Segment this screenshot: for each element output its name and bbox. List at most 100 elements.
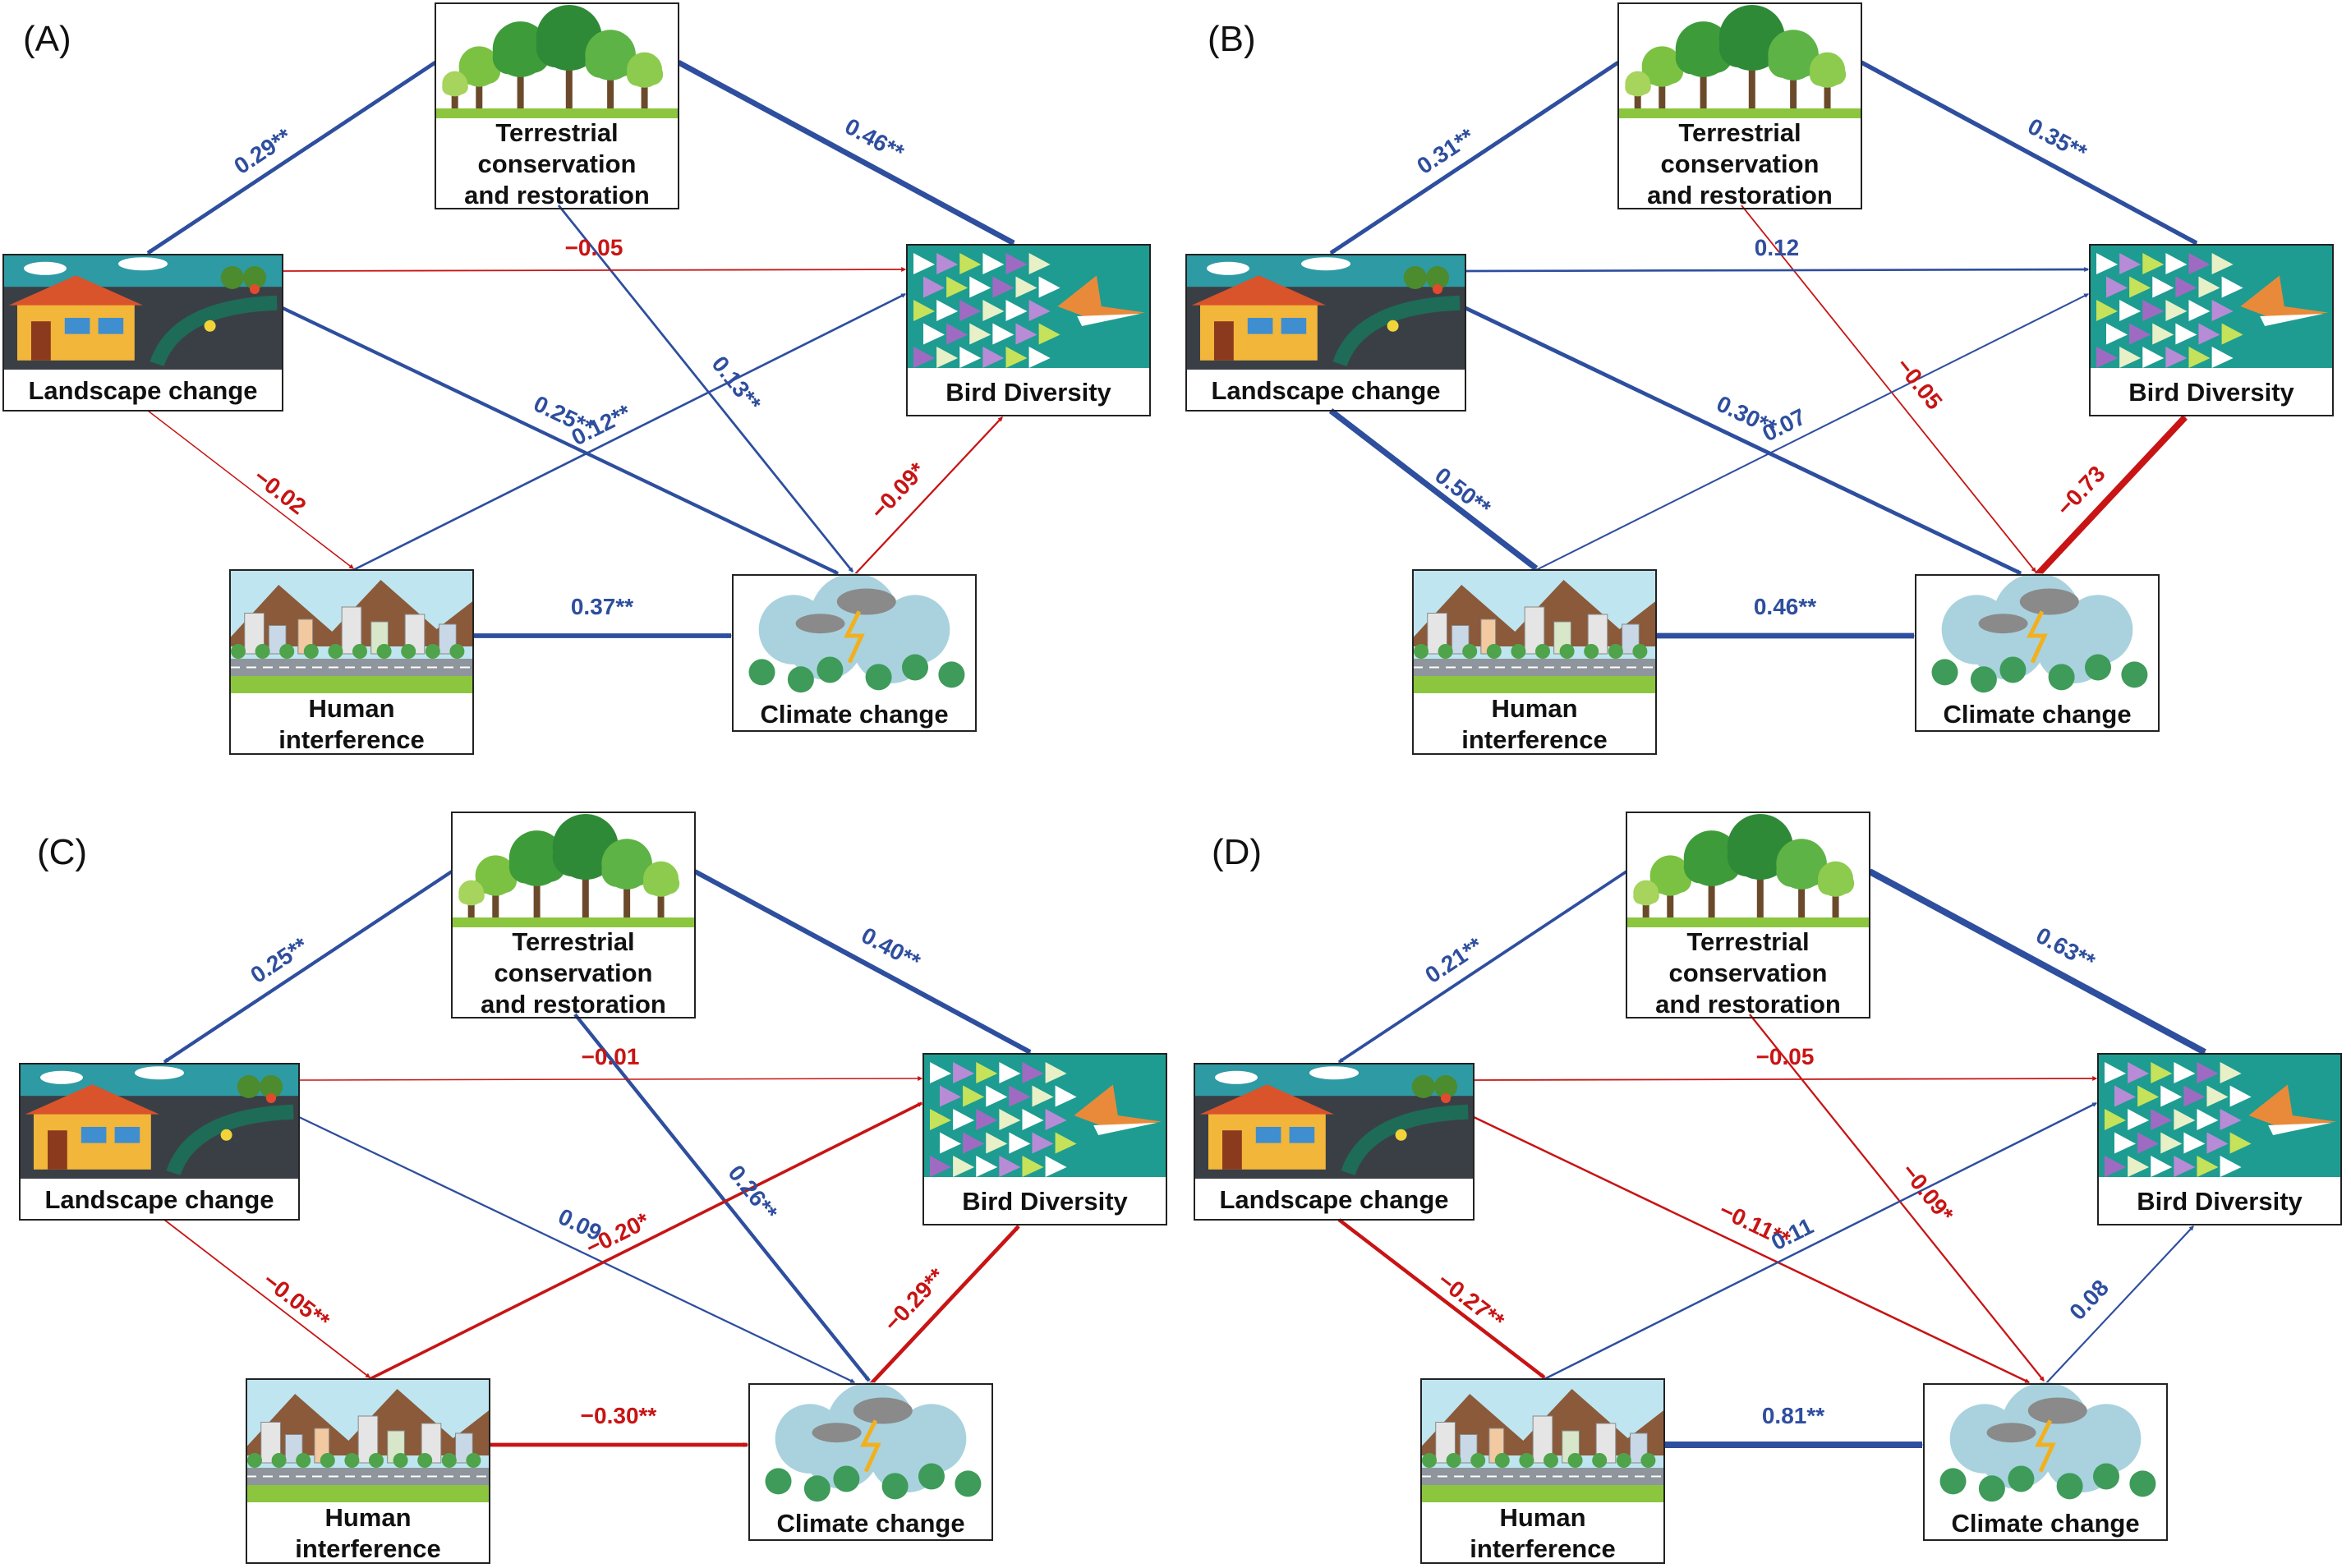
path-arrow-tcr-to-bd	[693, 869, 1032, 1055]
tcr-label-line: conservation	[1661, 149, 1820, 178]
city-icon	[1421, 1379, 1664, 1502]
path-coefficient-tcr-to-cc: 0.13**	[706, 352, 766, 416]
cc-node: Climate change	[1923, 1382, 2168, 1541]
tcr-label-line: and restoration	[1655, 990, 1841, 1019]
path-arrow-tcr-to-bd	[677, 60, 1015, 246]
path-arrow-hi-to-bd	[369, 1101, 923, 1381]
path-arrow-lc-to-cc	[298, 1115, 856, 1384]
lc-node-frame	[19, 1063, 300, 1221]
path-arrow-tcr-to-bd	[1868, 868, 2206, 1055]
lc-node: Landscape change	[19, 1063, 300, 1221]
lc-label-line: Landscape change	[28, 376, 257, 405]
path-arrow-lc-to-hi	[1337, 1218, 1546, 1379]
house-garden-icon	[3, 255, 283, 370]
path-coefficient-lc-to-hi: −0.02	[249, 464, 311, 520]
path-coefficient-tcr-to-lc: 0.31**	[1412, 123, 1479, 179]
path-coefficient-hi-to-cc: 0.81**	[1762, 1403, 1824, 1428]
cc-label-line: Climate change	[1951, 1509, 2139, 1538]
house-garden-icon	[1186, 255, 1465, 370]
hi-label-line: Human	[1491, 694, 1577, 723]
path-coefficient-tcr-to-cc: −0.09*	[1897, 1158, 1958, 1226]
bd-node: Bird Diversity	[922, 1053, 1167, 1225]
path-arrow-lc-to-cc	[282, 306, 840, 575]
storm-cloud-icon	[1916, 572, 2159, 697]
path-arrow-tcr-to-cc	[1741, 205, 2036, 572]
cc-node: Climate change	[1915, 572, 2160, 732]
lc-node: Landscape change	[1185, 254, 1466, 412]
storm-cloud-icon	[749, 1382, 992, 1506]
cc-label-line: Climate change	[776, 1509, 964, 1538]
hi-label-line: interference	[1470, 1534, 1615, 1563]
bd-label-line: Bird Diversity	[962, 1187, 1128, 1216]
path-arrow-cc-to-bd	[853, 416, 1003, 576]
city-icon	[246, 1379, 490, 1502]
path-coefficient-hi-to-cc: 0.37**	[571, 594, 633, 619]
panel-label: (D)	[1212, 832, 1262, 872]
bd-label-line: Bird Diversity	[945, 378, 1111, 407]
tcr-label-line: conservation	[1669, 959, 1828, 987]
tcr-node-frame	[1626, 812, 1870, 1019]
path-arrow-lc-to-hi	[147, 410, 354, 569]
tcr-node: Terrestrial conservation and restoration	[451, 812, 696, 1019]
path-coefficient-tcr-to-lc: 0.29**	[229, 123, 296, 179]
hi-label-line: interference	[295, 1534, 440, 1563]
path-arrow-hi-to-bd	[1544, 1101, 2098, 1381]
path-arrow-lc-to-cc	[1473, 1115, 2031, 1384]
path-coefficient-tcr-to-lc: 0.21**	[1420, 932, 1487, 988]
hi-label-line: interference	[1461, 725, 1607, 754]
path-coefficient-hi-to-cc: 0.46**	[1754, 594, 1816, 619]
lc-node-frame	[1185, 254, 1466, 412]
bird-flock-icon	[2098, 1054, 2341, 1177]
bird-flock-icon	[907, 245, 1150, 368]
lc-node: Landscape change	[2, 254, 283, 412]
tcr-label-line: Terrestrial	[1678, 118, 1801, 147]
panel-c: Terrestrial conservation and restorationLa…	[19, 812, 1167, 1564]
lc-node: Landscape change	[1194, 1063, 1475, 1221]
cc-node-frame	[748, 1383, 993, 1541]
path-coefficient-cc-to-bd: 0.08	[2064, 1275, 2114, 1325]
path-arrow-cc-to-bd	[2045, 1225, 2194, 1385]
forest-icon	[452, 812, 695, 927]
hi-label-line: Human	[324, 1503, 411, 1532]
cc-label-line: Climate change	[760, 700, 948, 729]
bd-node: Bird Diversity	[2089, 244, 2334, 416]
hi-node-frame	[246, 1378, 490, 1564]
path-coefficient-hi-to-cc: −0.30**	[581, 1403, 657, 1428]
path-coefficient-tcr-to-cc: −0.05	[1891, 353, 1948, 415]
lc-label-line: Landscape change	[1219, 1185, 1448, 1214]
hi-label-line: interference	[278, 725, 424, 754]
forest-icon	[1618, 3, 1861, 118]
path-arrow-cc-to-bd	[2035, 415, 2188, 577]
cc-node-frame	[1923, 1383, 2168, 1541]
forest-icon	[1626, 812, 1870, 927]
storm-cloud-icon	[1924, 1382, 2167, 1506]
panel-label: (A)	[23, 19, 71, 59]
tcr-label-line: and restoration	[481, 990, 666, 1019]
forest-icon	[435, 3, 679, 118]
panel-label: (C)	[37, 832, 87, 872]
bd-node-frame	[922, 1053, 1167, 1225]
hi-label-line: Human	[1499, 1503, 1585, 1532]
path-arrow-tcr-to-cc	[1749, 1014, 2045, 1382]
cc-node-frame	[1915, 574, 2160, 732]
path-coefficient-lc-to-bd: 0.12	[1755, 235, 1800, 260]
tcr-label-line: conservation	[478, 149, 637, 178]
path-arrow-cc-to-bd	[869, 1225, 1020, 1386]
path-coefficient-cc-to-bd: −0.73	[2052, 461, 2110, 521]
path-arrow-lc-to-hi	[163, 1219, 370, 1378]
lc-label-line: Landscape change	[1211, 376, 1440, 405]
tcr-label-line: conservation	[495, 959, 653, 987]
path-arrow-lc-to-bd	[1473, 1076, 2098, 1082]
cc-label-line: Climate change	[1943, 700, 2131, 729]
bd-node-frame	[2097, 1053, 2342, 1225]
tcr-label-line: Terrestrial	[512, 927, 634, 956]
city-icon	[230, 570, 473, 693]
path-coefficient-lc-to-bd: −0.05	[564, 235, 623, 260]
